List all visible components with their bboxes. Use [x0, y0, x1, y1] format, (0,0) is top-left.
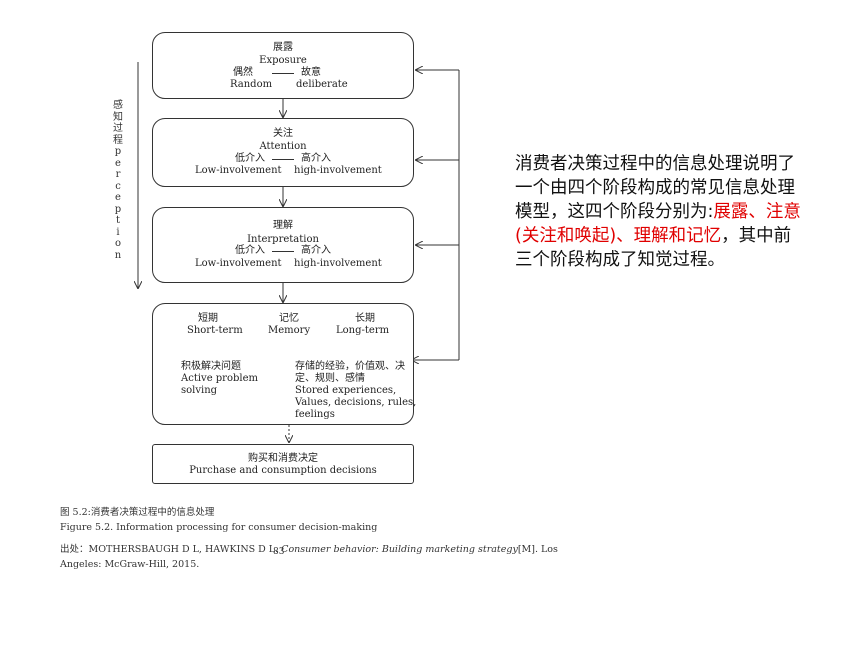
exposure-right-en: deliberate [296, 79, 348, 90]
active-zh: 积极解决问题 [181, 361, 241, 372]
exposure-en: Exposure [259, 55, 307, 66]
interpretation-zh: 理解 [273, 220, 293, 231]
side-label-char: c [115, 180, 121, 192]
side-label-char: 程 [113, 134, 123, 146]
stored-zh-2: 定、规则、感情 [295, 373, 365, 384]
memory-long-en: Long-term [336, 325, 390, 336]
exposure-box: 展露 Exposure 偶然 故意 Random deliberate [152, 32, 414, 99]
exposure-left-zh: 偶然 [233, 67, 253, 78]
attention-right-en: high-involvement [294, 165, 382, 176]
active-en-2: solving [181, 385, 218, 396]
attention-en: Attention [259, 141, 307, 152]
stored-en-2: Values, decisions, rules, [295, 397, 417, 408]
interpretation-box: 理解 Interpretation 低介入 高介入 Low-involvemen… [152, 207, 414, 283]
interpretation-right-zh: 高介入 [301, 245, 331, 256]
figure-source-line2: Angeles: McGraw-Hill, 2015. [60, 559, 200, 570]
side-label-char: p [114, 203, 122, 215]
description-part1: 消费者决策过程中的信息处理说明了一个由四个阶段构成的常见信息处理模型，这四个阶段… [515, 154, 795, 222]
side-label-char: e [115, 157, 121, 169]
exposure-zh: 展露 [273, 42, 293, 53]
side-label-char: 知 [113, 111, 123, 123]
interpretation-left-zh: 低介入 [235, 245, 265, 256]
exposure-dash [272, 73, 294, 74]
side-label-char: 过 [113, 123, 123, 134]
source-prefix: 出处：MOTHERSBAUGH D L, HAWKINS D L. [60, 544, 282, 555]
attention-box: 关注 Attention 低介入 高介入 Low-involvement hig… [152, 118, 414, 187]
page-number: 83 [273, 547, 285, 557]
source-suffix: [M]. Los [517, 544, 558, 555]
memory-box: 短期 Short-term 记忆 Memory 长期 Long-term 积极解… [152, 303, 417, 425]
attention-dash [272, 159, 294, 160]
purchase-zh: 购买和消费决定 [248, 453, 318, 464]
figure-caption-zh: 图 5.2:消费者决策过程中的信息处理 [60, 507, 215, 518]
interpretation-left-en: Low-involvement [195, 258, 282, 269]
memory-en: Memory [268, 325, 311, 336]
memory-short-zh: 短期 [198, 313, 218, 324]
memory-long-zh: 长期 [355, 313, 375, 324]
interpretation-en: Interpretation [247, 234, 319, 245]
side-label-char: e [115, 192, 121, 203]
stored-en-1: Stored experiences, [295, 385, 397, 396]
stored-en-3: feelings [295, 409, 335, 420]
side-label-char: o [114, 238, 122, 249]
description-part2: ，其中前三个阶段构成了知觉过程。 [515, 226, 792, 270]
interpretation-right-en: high-involvement [294, 258, 382, 269]
attention-right-zh: 高介入 [301, 153, 331, 164]
description-highlight: 展露、注意(关注和唤起)、理解和记忆 [515, 202, 801, 246]
interpretation-dash [272, 251, 294, 252]
memory-short-en: Short-term [187, 325, 243, 336]
purchase-en: Purchase and consumption decisions [189, 465, 377, 476]
attention-zh: 关注 [273, 128, 293, 139]
side-label-char: n [114, 249, 122, 261]
side-label-char: 感 [113, 100, 123, 111]
active-en-1: Active problem [181, 373, 258, 384]
stored-zh-1: 存储的经验，价值观、决 [295, 361, 405, 372]
attention-left-zh: 低介入 [235, 153, 265, 164]
purchase-box: 购买和消费决定 Purchase and consumption decisio… [152, 444, 414, 484]
side-label-char: i [116, 226, 120, 238]
figure-source: 出处：MOTHERSBAUGH D L, HAWKINS D L. Consum… [60, 541, 558, 555]
exposure-right-zh: 故意 [301, 67, 321, 78]
side-label-char: r [115, 169, 121, 180]
figure-caption-en: Figure 5.2. Information processing for c… [60, 522, 378, 533]
memory-zh: 记忆 [279, 313, 299, 324]
side-label-char: p [114, 146, 122, 157]
side-label-char: t [115, 215, 121, 226]
description-text: 消费者决策过程中的信息处理说明了一个由四个阶段构成的常见信息处理模型，这四个阶段… [515, 152, 805, 272]
exposure-left-en: Random [230, 79, 273, 90]
attention-left-en: Low-involvement [195, 165, 282, 176]
source-title: Consumer behavior: Building marketing st… [281, 544, 518, 555]
